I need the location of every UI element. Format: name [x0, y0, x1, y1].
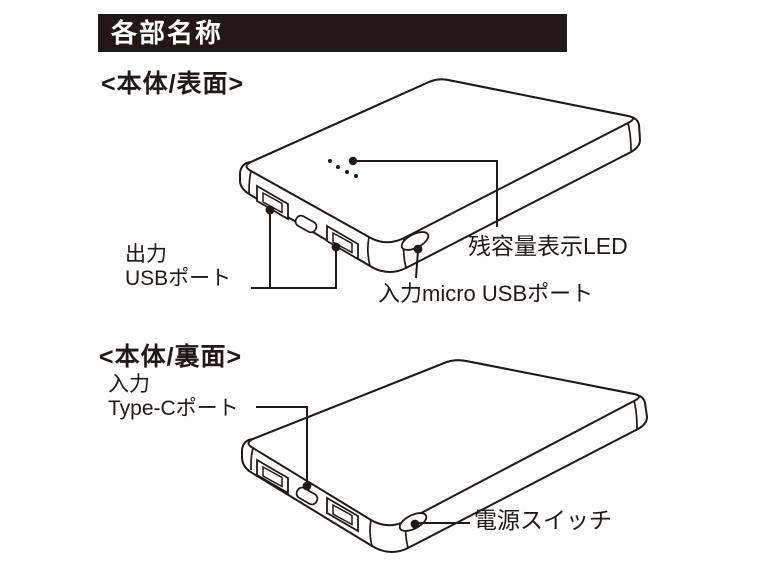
- label-output-usb-ports: 出力 USBポート: [125, 243, 231, 290]
- powerbank-back-illustration: [241, 359, 649, 553]
- usb1-anchor-dot: [265, 205, 275, 215]
- section-header-bar: 各部名称: [98, 14, 567, 52]
- usb2-anchor-dot: [331, 242, 341, 252]
- back-type-c-port: [295, 486, 319, 506]
- micro-usb-anchor-dot: [413, 244, 423, 254]
- usb-output-leader-line: [251, 211, 337, 289]
- page-title: 各部名称: [111, 18, 224, 48]
- back-usb-port-1: [256, 458, 289, 495]
- label-battery-level-led: 残容量表示LED: [468, 233, 628, 259]
- back-corner-edges: [250, 400, 638, 549]
- power-switch-anchor-dot: [410, 519, 420, 529]
- front-corner-edges: [248, 122, 632, 269]
- led-leader-line: [355, 160, 498, 227]
- label-type-c-line1: 入力: [108, 373, 150, 396]
- front-usb-port-1: [256, 184, 289, 221]
- label-type-c-line2: Type-Cポート: [108, 396, 239, 420]
- front-section-heading: <本体/表面>: [101, 70, 245, 98]
- back-section-heading: <本体/裏面>: [99, 343, 243, 371]
- front-usb-port-2: [326, 224, 359, 261]
- type-c-leader-line: [256, 406, 308, 486]
- label-type-c-input: 入力 Type-Cポート: [108, 373, 239, 420]
- label-output-line1: 出力: [125, 243, 167, 266]
- powerbank-front-illustration: [239, 78, 642, 289]
- label-output-line2: USBポート: [125, 266, 232, 290]
- micro-usb-leader-line: [415, 249, 419, 279]
- front-micro-usb-opening: [294, 214, 318, 234]
- back-usb-port-2: [326, 496, 359, 533]
- battery-led-dots: [328, 156, 358, 178]
- label-micro-usb-input: 入力micro USBポート: [378, 281, 594, 306]
- label-power-switch: 電源スイッチ: [474, 507, 612, 533]
- type-c-anchor-dot: [302, 481, 312, 491]
